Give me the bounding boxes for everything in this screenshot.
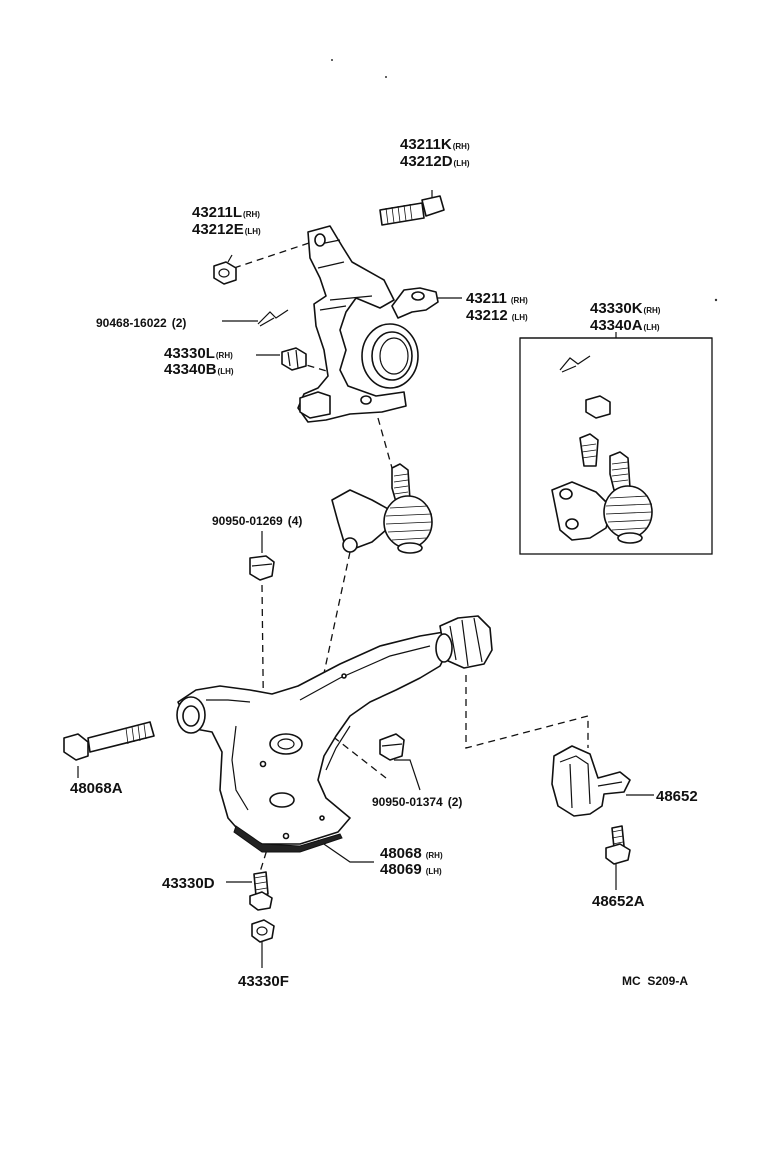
- label-grommet-b: 90950-01374(2): [372, 795, 462, 809]
- svg-text:48652A: 48652A: [592, 893, 645, 910]
- label-knuckle-nut: 43211L(RH) 43212E(LH): [192, 204, 261, 238]
- svg-text:43211K(RH): 43211K(RH): [400, 136, 470, 153]
- rear-bushing: [435, 615, 493, 669]
- label-knuckle-bolt: 43211K(RH) 43212D(LH): [400, 136, 470, 170]
- svg-text:43212(LH): 43212(LH): [466, 307, 528, 324]
- svg-text:48652: 48652: [656, 788, 698, 805]
- label-cotter-pin: 90468-16022(2): [96, 316, 186, 330]
- label-balljoint-assy: 43330K(RH) 43340A(LH): [590, 300, 661, 334]
- arm-bracket-bolt: [249, 871, 273, 911]
- grommet-a: [249, 555, 275, 581]
- svg-text:90468-16022(2): 90468-16022(2): [96, 316, 186, 330]
- svg-text:90950-01269(4): 90950-01269(4): [212, 514, 302, 528]
- knuckle-bolt: [379, 195, 445, 226]
- svg-text:43211(RH): 43211(RH): [466, 290, 528, 307]
- lower-control-arm: [176, 631, 449, 853]
- bushing-bracket: [551, 745, 631, 817]
- label-arm-bracket-nut: 43330F: [238, 973, 289, 990]
- svg-text:48068(RH): 48068(RH): [380, 845, 443, 862]
- knuckle-nut: [213, 261, 237, 285]
- label-arm-bolt: 48068A: [70, 780, 123, 797]
- label-grommet-a: 90950-01269(4): [212, 514, 302, 528]
- bracket-bolt: [605, 825, 631, 865]
- label-knuckle: 43211(RH) 43212(LH): [466, 290, 528, 324]
- svg-text:43212E(LH): 43212E(LH): [192, 221, 261, 238]
- svg-text:90950-01374(2): 90950-01374(2): [372, 795, 462, 809]
- cotter-pin: [257, 309, 289, 327]
- svg-text:43212D(LH): 43212D(LH): [400, 153, 470, 170]
- label-catalog-code: MC S209-A: [622, 974, 688, 988]
- svg-text:43330L(RH): 43330L(RH): [164, 345, 233, 362]
- label-bushing-bracket: 48652: [656, 788, 698, 805]
- label-bracket-bolt: 48652A: [592, 893, 645, 910]
- label-arm-bracket-bolt: 43330D: [162, 875, 215, 892]
- balljoint-nut: [281, 347, 307, 371]
- svg-text:48068A: 48068A: [70, 780, 123, 797]
- grommet-b: [379, 733, 405, 761]
- label-lower-arm: 48068(RH) 48069(LH): [380, 845, 443, 878]
- balljoint-assy-box: [519, 337, 713, 555]
- svg-text:MC S209-A: MC S209-A: [622, 974, 688, 988]
- label-balljoint-nut: 43330L(RH) 43340B(LH): [164, 345, 234, 378]
- svg-text:43211L(RH): 43211L(RH): [192, 204, 260, 221]
- arm-bracket-nut: [251, 919, 275, 943]
- svg-text:43340A(LH): 43340A(LH): [590, 317, 660, 334]
- svg-text:43330D: 43330D: [162, 875, 215, 892]
- svg-text:43340B(LH): 43340B(LH): [164, 361, 234, 378]
- ball-joint: [331, 463, 433, 554]
- scan-specks: [331, 59, 718, 302]
- steering-knuckle: [297, 225, 439, 423]
- svg-text:43330K(RH): 43330K(RH): [590, 300, 661, 317]
- svg-text:43330F: 43330F: [238, 973, 289, 990]
- svg-text:48069(LH): 48069(LH): [380, 861, 442, 878]
- arm-bolt: [63, 721, 155, 761]
